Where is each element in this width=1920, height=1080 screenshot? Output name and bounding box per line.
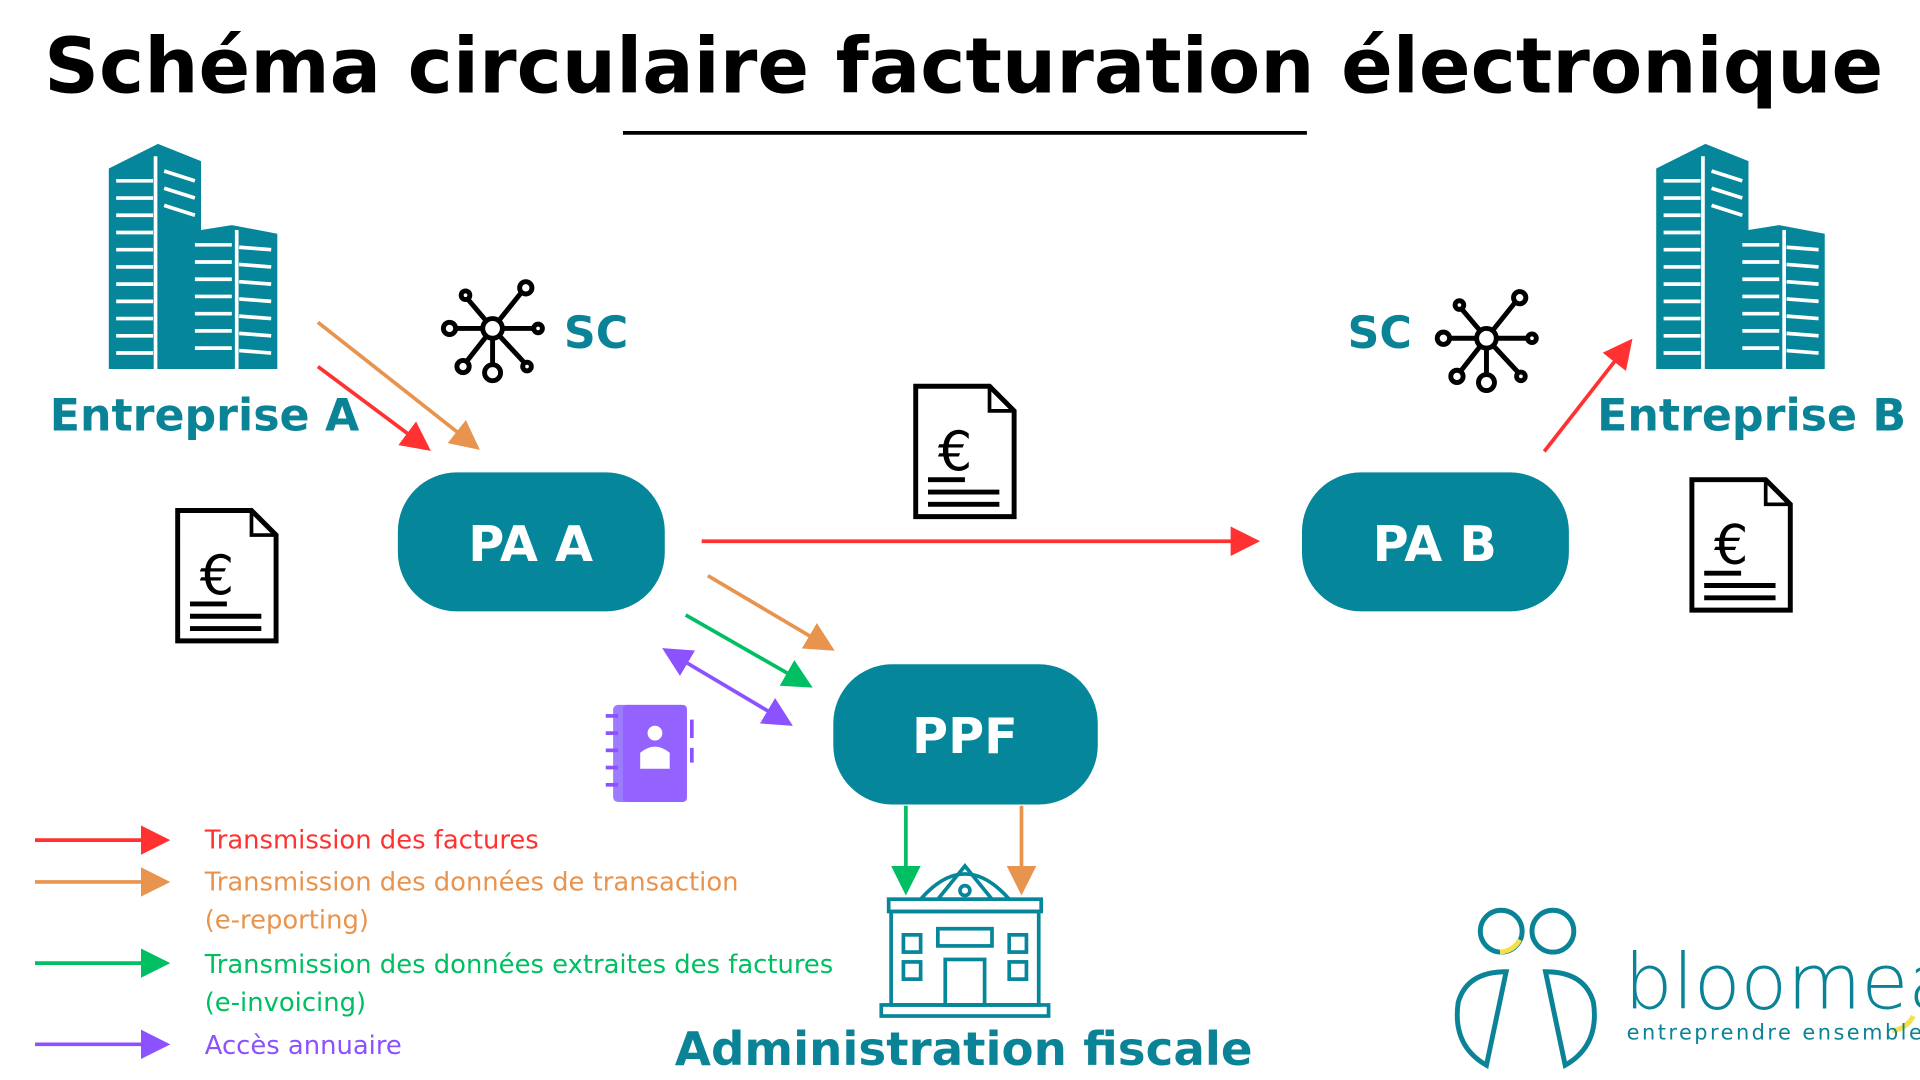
pa-b-label: PA B bbox=[1373, 515, 1497, 573]
invoice-transit-icon bbox=[916, 386, 1014, 516]
legend-label: Transmission des factures bbox=[204, 826, 539, 856]
pa-a-label: PA A bbox=[468, 515, 593, 573]
legend-label: Transmission des données de transaction bbox=[204, 868, 739, 898]
invoice-a-icon bbox=[178, 510, 276, 640]
invoice-b-icon bbox=[1692, 480, 1790, 610]
bloomea-logo: bloomea entreprendre ensemble bbox=[1454, 907, 1920, 1070]
pa-a-node: PA A bbox=[397, 472, 665, 612]
arrow-ereporting-paa-to-ppf bbox=[706, 574, 835, 651]
administration-fiscale-label: Administration fiscale bbox=[675, 1023, 1253, 1077]
network-sc-b-icon bbox=[1437, 292, 1536, 391]
legend-label: Transmission des données extraites des f… bbox=[204, 950, 834, 980]
sc-b-label: SC bbox=[1347, 308, 1411, 359]
logo-tagline: entreprendre ensemble bbox=[1627, 1020, 1920, 1044]
arrow-annuaire-access bbox=[662, 648, 793, 726]
ppf-label: PPF bbox=[912, 707, 1018, 765]
building-a-icon bbox=[106, 142, 280, 371]
sc-a-label: SC bbox=[564, 308, 628, 359]
legend-label: (e-reporting) bbox=[205, 906, 369, 936]
legend: Transmission des factures Transmission d… bbox=[34, 825, 834, 1061]
legend-label: (e-invoicing) bbox=[205, 988, 366, 1018]
pa-b-node: PA B bbox=[1301, 472, 1569, 612]
building-b-icon bbox=[1654, 142, 1827, 371]
entreprise-a-label: Entreprise A bbox=[50, 391, 360, 442]
network-sc-a-icon bbox=[443, 282, 542, 381]
entreprise-b-label: Entreprise B bbox=[1597, 391, 1906, 442]
legend-label: Accès annuaire bbox=[205, 1031, 402, 1061]
ppf-node: PPF bbox=[833, 664, 1098, 805]
logo-name: bloomea bbox=[1624, 938, 1920, 1027]
arrow-ereporting-a-to-paa bbox=[316, 320, 480, 450]
page-title: Schéma circulaire facturation électroniq… bbox=[44, 21, 1883, 110]
government-building-icon bbox=[879, 863, 1051, 1018]
arrow-invoice-a-to-paa bbox=[316, 365, 431, 451]
address-book-icon bbox=[605, 704, 694, 803]
arrow-invoice-pab-to-b bbox=[1542, 338, 1633, 453]
